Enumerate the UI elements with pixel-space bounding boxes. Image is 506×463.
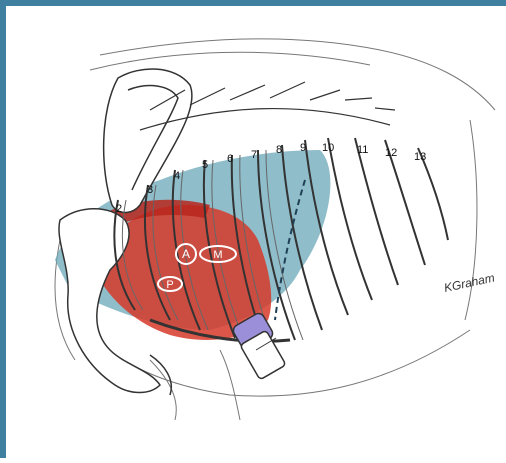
rib-label-2: 2 <box>116 203 122 215</box>
rib-label-5: 5 <box>202 159 208 171</box>
rib-label-13: 13 <box>414 151 426 163</box>
rib-label-7: 7 <box>251 149 257 161</box>
rib-label-3: 3 <box>147 184 153 196</box>
rib-label-10: 10 <box>322 142 334 154</box>
rib-label-11: 11 <box>357 144 368 156</box>
rib-label-12: 12 <box>385 147 397 159</box>
pulmonic-valve-label: P <box>166 279 173 291</box>
rib-label-4: 4 <box>174 170 180 182</box>
aortic-valve-label: A <box>182 247 190 261</box>
mitral-valve-label: M <box>213 249 222 261</box>
rib-label-8: 8 <box>276 144 282 156</box>
rib-label-6: 6 <box>227 153 233 165</box>
rib-label-9: 9 <box>300 142 306 154</box>
